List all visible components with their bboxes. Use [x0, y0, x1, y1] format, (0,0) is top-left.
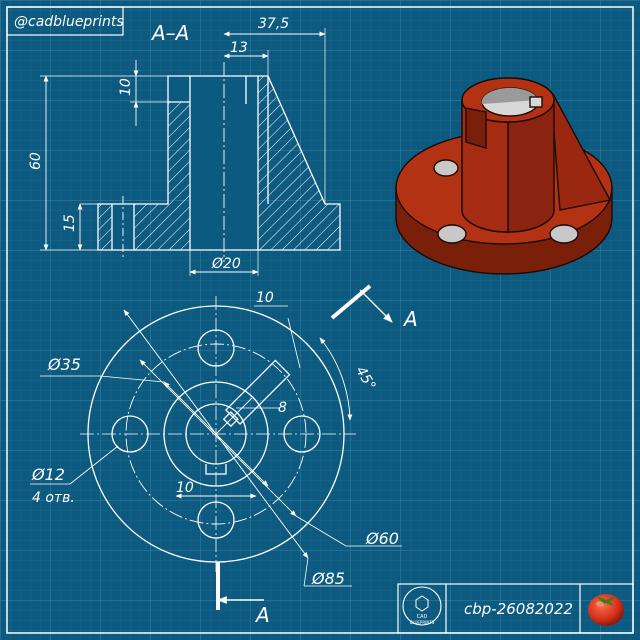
- dim-holes-count: 4 отв.: [32, 490, 75, 506]
- dim-slot-length: 10: [256, 290, 274, 306]
- dim-top-width: 13: [230, 40, 248, 56]
- cut-arrow-top: [330, 284, 393, 323]
- section-label: A–A: [150, 21, 189, 45]
- section-hatch-right: [255, 76, 340, 250]
- dim-hub: Ø35: [47, 355, 81, 374]
- section-hatch-left: [78, 102, 190, 250]
- dim-total-height: 60: [28, 152, 44, 170]
- dim-holes: Ø12: [31, 465, 65, 484]
- cut-label-bottom: A: [254, 603, 270, 627]
- isometric-part: [395, 77, 613, 275]
- plan-view: [30, 296, 402, 587]
- logo-line1: CAD: [417, 614, 428, 620]
- dim-slot-width: 8: [278, 400, 287, 416]
- dim-outer: Ø85: [311, 569, 345, 588]
- title-block: [397, 583, 634, 634]
- dim-flange-height: 15: [62, 214, 78, 232]
- handle-box: @cadblueprints: [6, 6, 124, 36]
- dim-bore: Ø20: [211, 256, 241, 272]
- tomato-icon: [588, 594, 624, 626]
- logo-line2: BLUEPRINTS: [410, 620, 435, 625]
- cut-arrow-bottom: [216, 562, 264, 610]
- cut-label-top: A: [402, 307, 418, 331]
- sheet-frame: [6, 6, 634, 634]
- dim-bolt-circle: Ø60: [365, 529, 399, 548]
- dim-keyway: 10: [176, 480, 194, 496]
- drawing-code: cbp-26082022: [464, 600, 573, 618]
- section-view: [40, 28, 341, 276]
- cad-logo-icon: CAD BLUEPRINTS: [402, 586, 442, 626]
- handle-text: @cadblueprints: [14, 14, 124, 30]
- dim-top-height: 10: [118, 78, 134, 96]
- dim-overall-width: 37,5: [258, 16, 289, 32]
